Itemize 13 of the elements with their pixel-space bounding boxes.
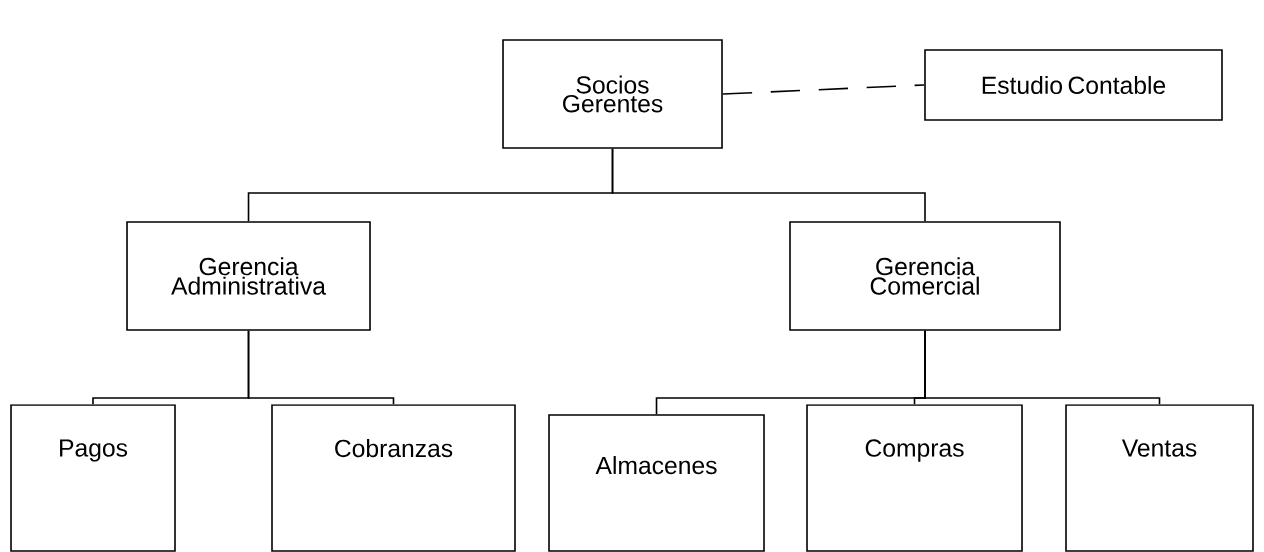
connector-line [611,148,926,222]
org-box: Gerencia Comercial [789,221,1061,331]
org-box: Estudio Contable [924,49,1223,121]
org-box: Pagos [10,404,176,552]
org-box: Compras [806,404,1023,552]
org-box: Gerencia Administrativa [126,221,371,331]
org-box: Cobranzas [271,404,516,552]
org-box: Almacenes [548,414,765,552]
connector-line [247,330,395,405]
connector-line [924,330,1161,405]
connector-line [722,84,925,95]
org-box: Ventas [1065,404,1254,552]
org-box: Socios Gerentes [502,39,723,149]
